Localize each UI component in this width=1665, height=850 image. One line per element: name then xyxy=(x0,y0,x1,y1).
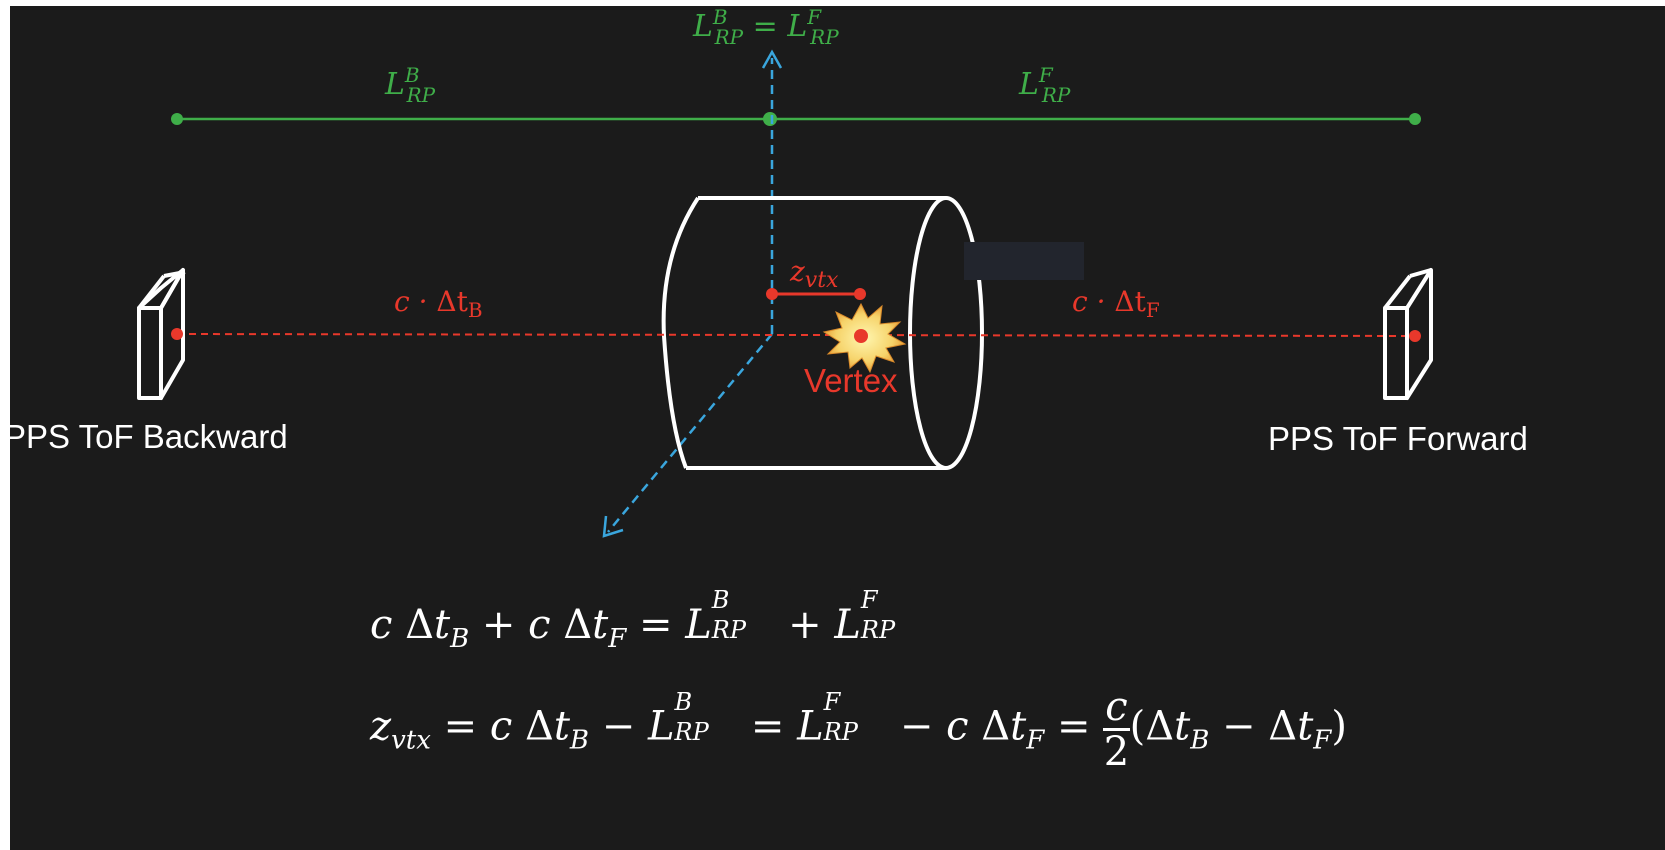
vertical-axis-arrowhead xyxy=(761,49,783,69)
overlay-box xyxy=(964,242,1084,280)
cylinder-detector xyxy=(661,196,984,470)
label-detector-backward: PPS ToF Backward xyxy=(10,418,288,455)
label-vertex: Vertex xyxy=(804,362,898,399)
label-c-dt-b: c · ΔtB xyxy=(394,285,483,322)
detector-backward-hit xyxy=(171,328,183,340)
zvtx-dot-right xyxy=(854,288,866,300)
label-detector-forward: PPS ToF Forward xyxy=(1268,420,1528,457)
detector-backward-icon xyxy=(137,268,186,400)
beam-line xyxy=(176,333,1416,337)
green-dot-left xyxy=(171,113,183,125)
label-c-dt-f: c · ΔtF xyxy=(1072,285,1160,322)
detector-forward-icon xyxy=(1383,268,1433,400)
zvtx-dot-left xyxy=(766,288,778,300)
detector-forward-hit xyxy=(1409,330,1421,342)
green-dot-center xyxy=(763,112,777,126)
green-dot-right xyxy=(1409,113,1421,125)
diagonal-axis xyxy=(607,333,773,533)
label-zvtx: zvtx xyxy=(789,255,839,293)
diagonal-axis-arrowhead xyxy=(602,515,624,538)
vertex-point xyxy=(854,329,868,343)
